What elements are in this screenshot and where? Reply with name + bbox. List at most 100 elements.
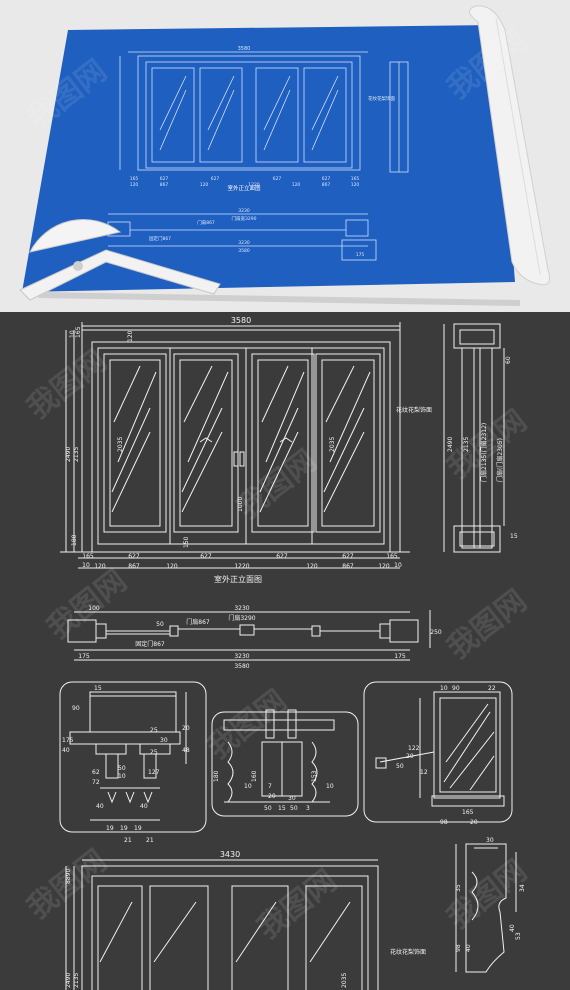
bp-dim2-4: 120: [292, 182, 301, 188]
bp-dim2-2: 120: [200, 182, 209, 188]
elev-h-2: 2035: [117, 437, 124, 452]
d2-6: 20: [268, 793, 276, 800]
d2-2: 160: [251, 770, 258, 782]
d2-5: 7: [268, 783, 272, 790]
blueprint-mockup-svg: 3580 室外正立面图 花纹花梨饰面 165 627 627 627 627 1…: [19, 5, 551, 306]
bp-plan-dim0: 3230: [238, 208, 250, 214]
plan-top-1: 3230: [234, 605, 249, 612]
d1-20: 25: [150, 749, 158, 756]
profile-5: 40: [509, 924, 516, 932]
plan-bot-3: 175: [394, 653, 406, 660]
side-dim-0: 60: [505, 356, 512, 364]
bottom-h-1: 2490: [65, 973, 72, 988]
d1-2: 175: [62, 737, 74, 744]
d2-3: 153: [311, 770, 318, 782]
plan-top-2: 门扇3290: [228, 614, 255, 622]
elev-h-9: 165: [75, 326, 82, 338]
d1-8: 10: [118, 773, 126, 780]
profile-0: 30: [486, 837, 494, 844]
bp-dim2-0: 120: [130, 182, 139, 188]
blueprint-mockup-panel: 3580 室外正立面图 花纹花梨饰面 165 627 627 627 627 1…: [0, 0, 570, 312]
bp-box-dim: 175: [356, 252, 365, 258]
d1-18: 30: [160, 737, 168, 744]
d3-7: 98: [440, 819, 448, 826]
bp-dim1-1: 627: [160, 176, 169, 182]
bp-dim1-0: 165: [130, 176, 139, 182]
blueprint-side-label: 花纹花梨饰面: [368, 95, 395, 102]
d1-6: 72: [92, 779, 100, 786]
d1-12: 19: [106, 825, 114, 832]
d2-8: 50: [264, 805, 272, 812]
side-height: 2490: [447, 437, 454, 452]
elev-b1-1: 627: [128, 553, 140, 560]
side-label-a: 门扇2135(门扇2312): [480, 423, 488, 482]
d3-4: 50: [396, 763, 404, 770]
bp-dim1-3: 627: [273, 176, 282, 182]
detail-1: [59, 681, 207, 833]
elev-h-3: 2035: [329, 437, 336, 452]
d1-11: 40: [140, 803, 148, 810]
bp-plan-dim1: 门扇宽3290: [232, 215, 257, 222]
plan-bot-1: 3580: [234, 663, 249, 670]
bp-plan-dim2: 门扇867: [197, 219, 215, 226]
detail-3: [363, 681, 513, 823]
elev-h-6: 150: [183, 536, 190, 548]
d3-5: 12: [420, 769, 428, 776]
side-dim-2: 15: [510, 533, 518, 540]
d1-19: 48: [182, 747, 190, 754]
elev-h-5: 180: [71, 534, 78, 546]
elev-b2-0: 10: [82, 562, 90, 569]
plan-bot-0: 3230: [234, 653, 249, 660]
side-label-b: 门扇(门扇2305): [496, 438, 504, 482]
d1-10: 40: [96, 803, 104, 810]
elev-b1-4: 627: [342, 553, 354, 560]
protractor-icon: [19, 219, 221, 301]
elev-b2-4: 1220: [234, 563, 249, 570]
bp-dim1-5: 165: [351, 176, 360, 182]
plan-top-3: 门扇867: [186, 618, 210, 626]
elev-b2-6: 867: [342, 563, 354, 570]
elev-b1-2: 627: [200, 553, 212, 560]
elev-h-0: 2490: [65, 447, 72, 462]
d2-10: 50: [290, 805, 298, 812]
cad-drawing-panel: 3580 室外正立面图 花纹花梨饰面 2490 2135 2035 2035 1…: [0, 312, 570, 990]
d1-14: 19: [134, 825, 142, 832]
bp-dim1-2: 627: [211, 176, 220, 182]
blueprint-overall-dim: 3580: [238, 46, 251, 52]
bp-plan-label: 固定门867: [149, 235, 171, 242]
d3-6: 165: [462, 809, 474, 816]
d2-4: 10: [326, 783, 334, 790]
bp-dim2-3: 1220: [248, 182, 260, 188]
d1-5: 62: [92, 769, 100, 776]
d1-3: 40: [62, 747, 70, 754]
d3-1: 90: [452, 685, 460, 692]
bottom-elevation: [65, 859, 379, 990]
d1-1: 90: [72, 705, 80, 712]
d3-9: 20: [406, 753, 414, 760]
elev-b2-2: 867: [128, 563, 140, 570]
bp-plan-dim4: 3580: [238, 248, 250, 254]
profile-section: [455, 843, 517, 973]
detail-2: [211, 709, 359, 817]
elev-h-7: 120: [127, 330, 134, 342]
d1-17: 25: [150, 727, 158, 734]
elev-h-4: 1000: [237, 497, 244, 512]
d3-0: 10: [440, 685, 448, 692]
blueprint-elev-title: 室外正立面图: [227, 184, 261, 192]
elev-b2-8: 10: [394, 562, 402, 569]
profile-2: 34: [519, 884, 526, 892]
blueprint-sheet: [22, 25, 515, 292]
elev-title: 室外正立面图: [214, 574, 262, 584]
elev-overall-width: 3580: [231, 316, 251, 325]
cad-drawing-svg: 3580 室外正立面图 花纹花梨饰面 2490 2135 2035 2035 1…: [59, 316, 526, 990]
elev-h-1: 2135: [73, 447, 80, 462]
bp-dim2-6: 120: [351, 182, 360, 188]
d2-7: 30: [288, 795, 296, 802]
d1-15: 21: [124, 837, 132, 844]
side-section: [443, 323, 505, 553]
d1-9: 127: [148, 769, 160, 776]
bp-dim2-1: 867: [160, 182, 169, 188]
d2-9: 15: [278, 805, 286, 812]
elev-b2-3: 120: [166, 563, 178, 570]
